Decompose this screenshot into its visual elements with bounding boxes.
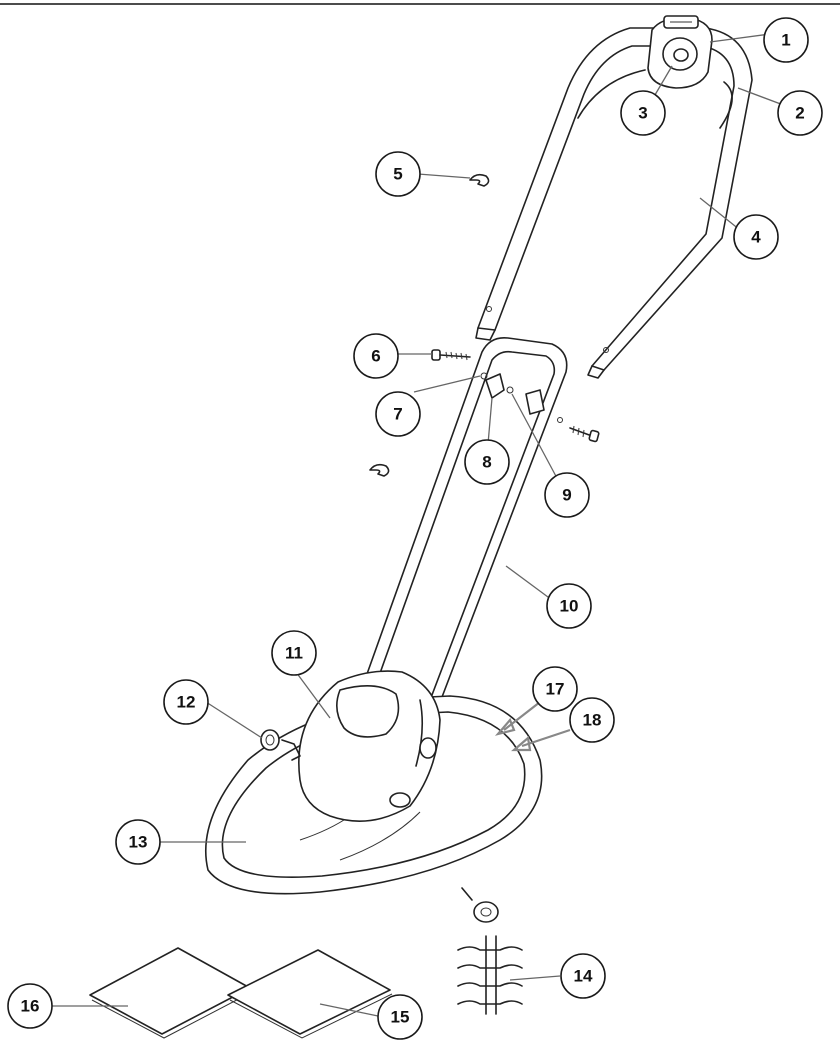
callout-12-label: 12: [177, 693, 196, 712]
callout-3: 3: [620, 90, 666, 136]
callout-7-label: 7: [393, 405, 402, 424]
callout-6-label: 6: [371, 347, 380, 366]
callout-6: 6: [353, 333, 399, 379]
callout-9: 9: [544, 472, 590, 518]
callout-2: 2: [777, 90, 823, 136]
callout-4: 4: [733, 214, 779, 260]
clip-left: [369, 463, 390, 477]
callout-5: 5: [375, 151, 421, 197]
callout-15: 15: [377, 994, 423, 1040]
callout-17: 17: [532, 666, 578, 712]
callout-14: 14: [560, 953, 606, 999]
callout-12: 12: [163, 679, 209, 725]
callout-2-label: 2: [795, 104, 804, 123]
callout-14-label: 14: [574, 967, 593, 986]
callout-15-label: 15: [391, 1008, 410, 1027]
callout-10: 10: [546, 583, 592, 629]
callout-1: 1: [763, 17, 809, 63]
callout-8: 8: [464, 439, 510, 485]
callout-17-label: 17: [546, 680, 565, 699]
callout-13-label: 13: [129, 833, 148, 852]
knob-left: [260, 729, 301, 761]
motor-hood: [298, 670, 441, 822]
callout-1-label: 1: [781, 31, 790, 50]
callout-5-label: 5: [393, 165, 402, 184]
grass-box-pegs: [457, 935, 523, 1015]
callout-7: 7: [375, 391, 421, 437]
callout-18-label: 18: [583, 711, 602, 730]
manual-left: [89, 947, 253, 1039]
callout-16-label: 16: [21, 997, 40, 1016]
switch-box: [647, 15, 713, 89]
callout-4-label: 4: [751, 228, 761, 247]
callout-18: 18: [569, 697, 615, 743]
clip-top: [469, 173, 490, 187]
upper-handle: [475, 27, 753, 379]
manual-right: [227, 949, 393, 1039]
callout-9-label: 9: [562, 486, 571, 505]
callout-13: 13: [115, 819, 161, 865]
callout-8-label: 8: [482, 453, 491, 472]
callout-16: 16: [7, 983, 53, 1029]
bolt-left: [431, 349, 471, 361]
callout-10-label: 10: [560, 597, 579, 616]
callout-3-label: 3: [638, 104, 647, 123]
knob-bottom: [461, 887, 499, 923]
callout-11: 11: [271, 630, 317, 676]
bolt-right: [569, 425, 600, 443]
callout-11-label: 11: [285, 644, 303, 663]
